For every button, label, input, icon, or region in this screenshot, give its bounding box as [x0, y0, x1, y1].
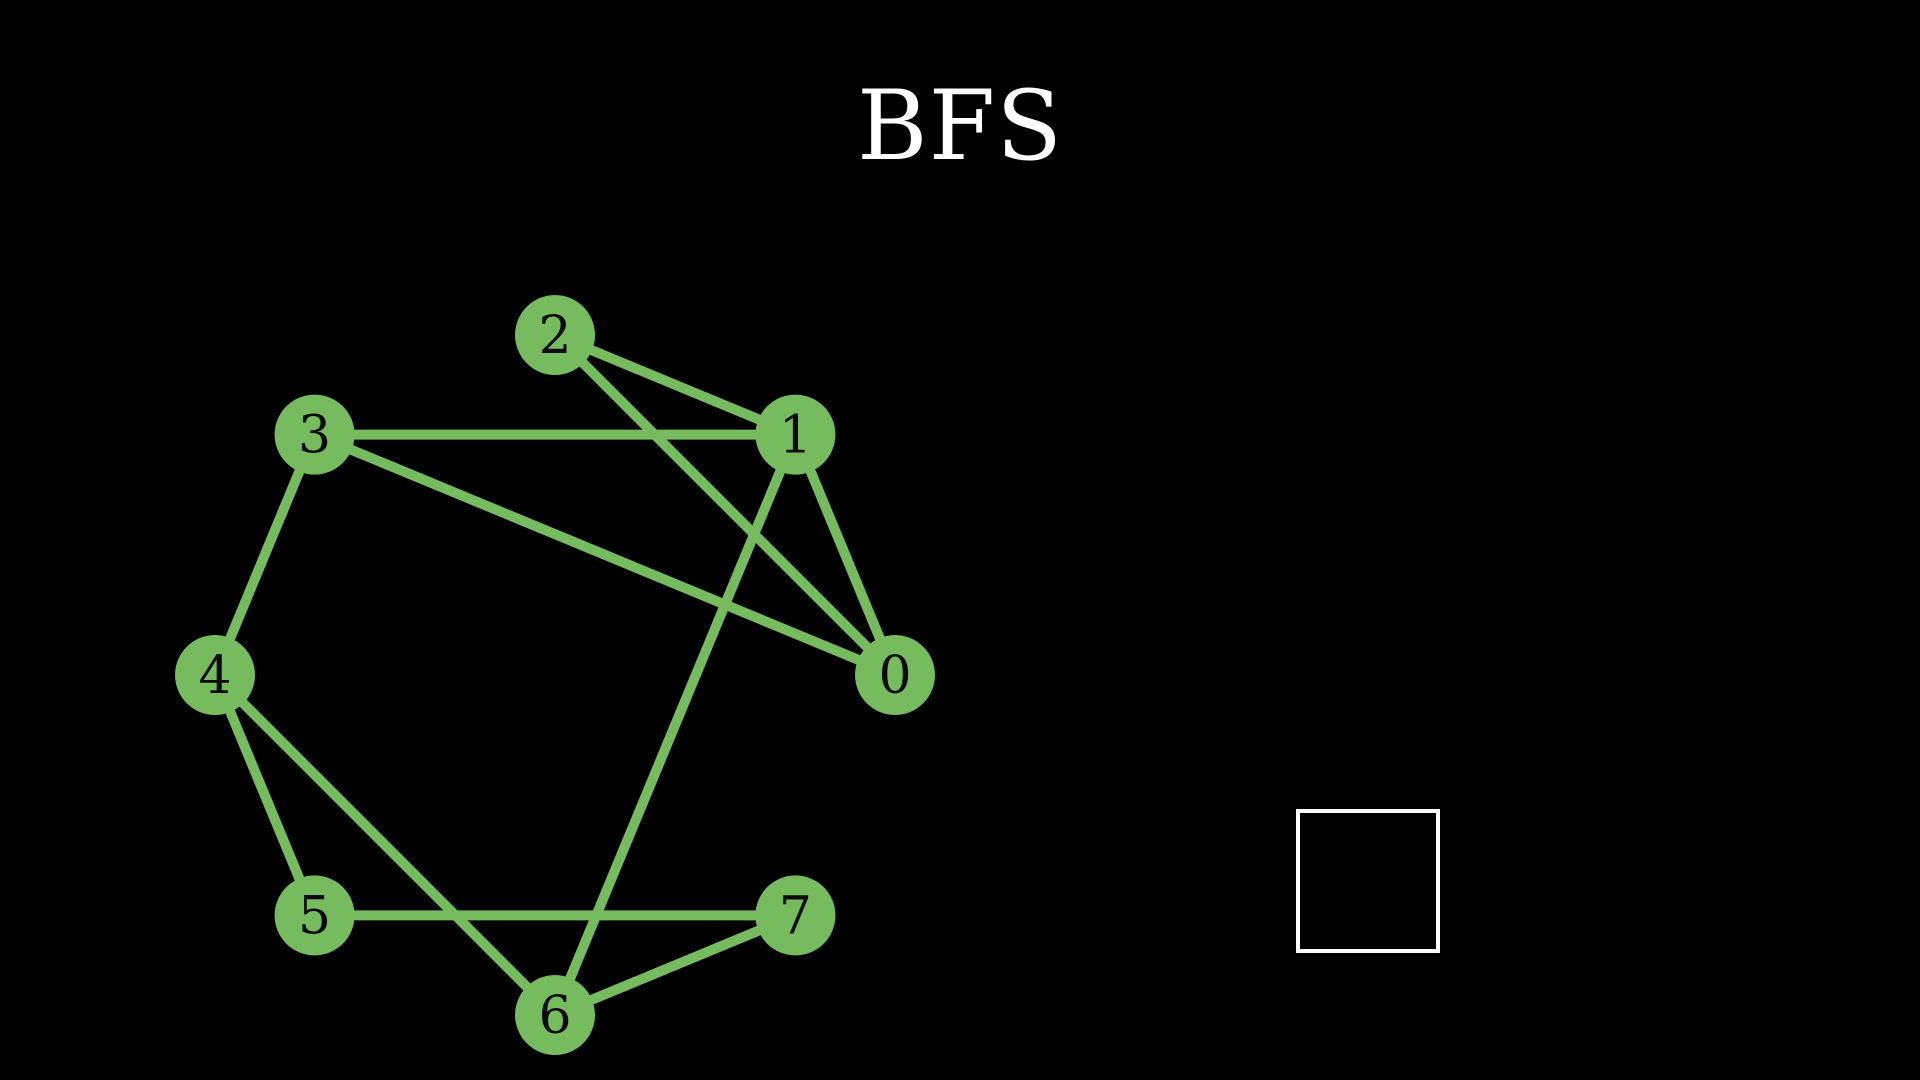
edges-layer: [210, 330, 900, 1020]
node-circle: [274, 394, 355, 475]
node-label: 0: [878, 646, 911, 706]
node-1: 1: [755, 394, 836, 475]
node-circle: [274, 875, 355, 956]
node-2: 2: [515, 295, 595, 375]
node-circle: [755, 394, 836, 475]
edge-4-5: [210, 670, 320, 921]
node-label: 6: [538, 986, 571, 1046]
node-6: 6: [515, 975, 595, 1055]
node-circle: [175, 635, 255, 715]
node-circle: [515, 295, 595, 375]
node-label: 3: [298, 406, 331, 466]
node-4: 4: [175, 635, 255, 715]
edge-6-7: [550, 910, 801, 1020]
queue-box: [1296, 809, 1440, 953]
edge-3-0: [309, 429, 900, 680]
node-5: 5: [274, 875, 355, 956]
node-circle: [855, 635, 935, 715]
edge-2-0: [550, 330, 900, 680]
edge-3-4: [210, 429, 320, 680]
page-title: BFS: [857, 70, 1063, 182]
edge-1-0: [790, 429, 900, 680]
node-label: 7: [779, 886, 812, 946]
node-0: 0: [855, 635, 935, 715]
node-label: 4: [198, 646, 231, 706]
node-circle: [755, 875, 836, 956]
node-label: 2: [538, 306, 571, 366]
edge-4-6: [210, 670, 560, 1020]
node-3: 3: [274, 394, 355, 475]
node-7: 7: [755, 875, 836, 956]
node-circle: [515, 975, 595, 1055]
nodes-layer: 0 1 2 3 4 5 6 7: [175, 295, 935, 1055]
node-label: 1: [779, 406, 812, 466]
edge-2-1: [550, 330, 801, 440]
node-label: 5: [298, 886, 331, 946]
